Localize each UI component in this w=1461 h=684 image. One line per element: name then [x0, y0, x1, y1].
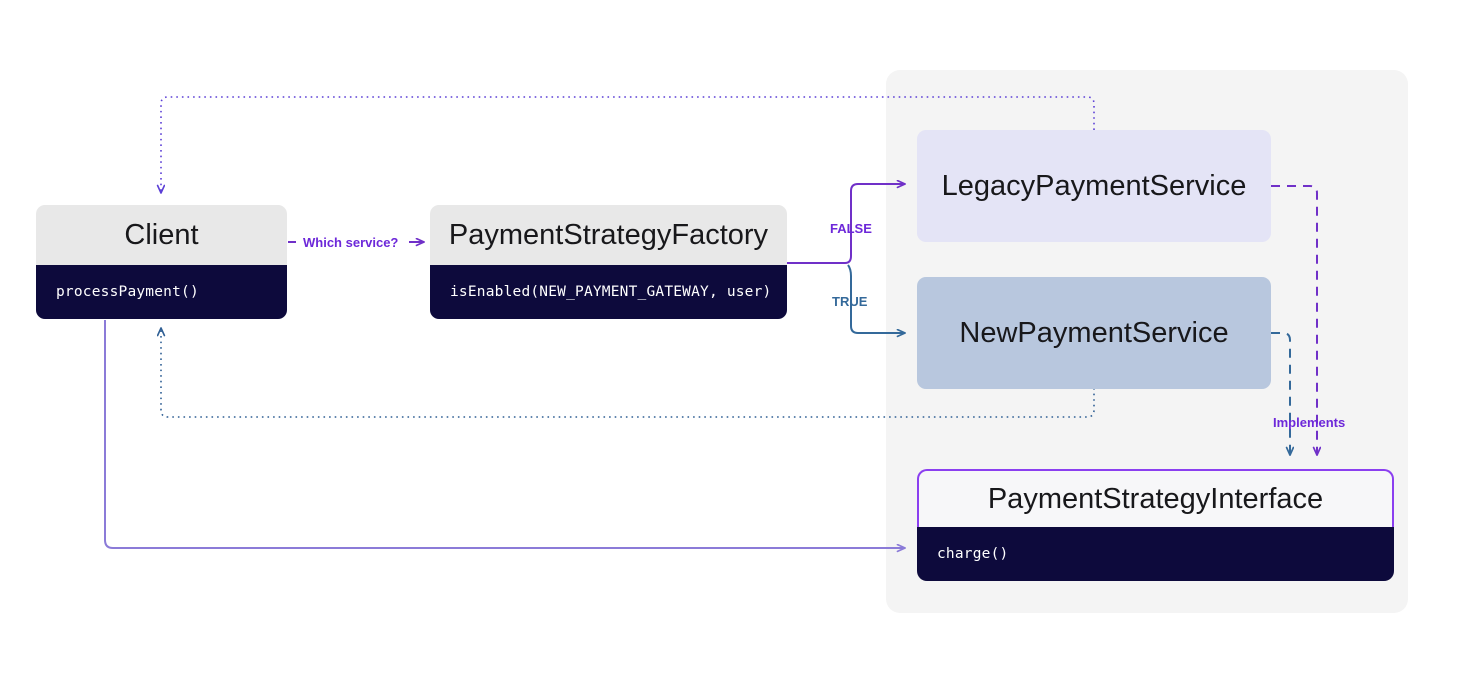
- node-legacy-payment-service[interactable]: LegacyPaymentService: [917, 130, 1271, 242]
- node-factory-title: PaymentStrategyFactory: [430, 205, 787, 265]
- node-interface-title: PaymentStrategyInterface: [917, 469, 1394, 527]
- node-payment-strategy-interface[interactable]: PaymentStrategyInterface charge(): [917, 469, 1394, 581]
- node-new-payment-service[interactable]: NewPaymentService: [917, 277, 1271, 389]
- node-client-method: processPayment(): [36, 265, 287, 319]
- edge-label-implements: Implements: [1273, 415, 1346, 430]
- node-client[interactable]: Client processPayment(): [36, 205, 287, 319]
- edge-label-false: FALSE: [830, 221, 872, 236]
- node-payment-strategy-factory[interactable]: PaymentStrategyFactory isEnabled(NEW_PAY…: [430, 205, 787, 319]
- node-interface-method: charge(): [917, 527, 1394, 581]
- node-factory-method: isEnabled(NEW_PAYMENT_GATEWAY, user): [430, 265, 787, 319]
- node-client-title: Client: [36, 205, 287, 265]
- edge-label-true: TRUE: [832, 294, 868, 309]
- edge-client-to-interface-charge: [104, 320, 905, 548]
- edge-label-which-service: Which service?: [303, 235, 399, 250]
